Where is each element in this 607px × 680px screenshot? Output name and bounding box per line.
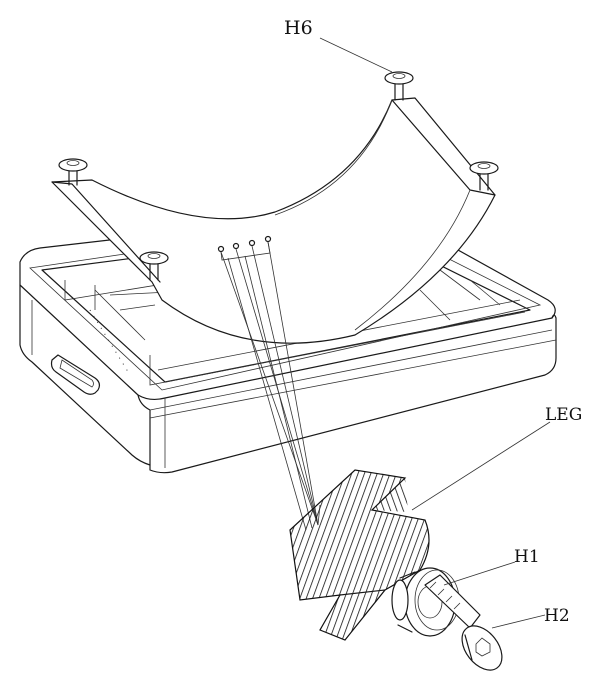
leader-lines xyxy=(319,37,551,629)
leader-h6 xyxy=(319,37,393,73)
handle-slot xyxy=(50,354,101,395)
leader-h1 xyxy=(443,561,516,586)
foot-pad-left xyxy=(58,158,88,186)
leader-leg xyxy=(411,421,551,511)
label-h6: H6 xyxy=(284,17,313,39)
foot-pad-right xyxy=(469,161,499,191)
leader-h2 xyxy=(491,614,546,629)
bolt-h2 xyxy=(424,574,503,671)
foot-pad-front xyxy=(139,251,169,281)
leg-section xyxy=(289,469,430,641)
curved-mesh-surface xyxy=(51,97,496,344)
label-h2: H2 xyxy=(544,606,570,626)
label-h1: H1 xyxy=(514,547,540,567)
projection-lines xyxy=(220,241,319,531)
sensor-points xyxy=(217,235,272,261)
label-leg: LEG xyxy=(545,405,582,425)
foot-pad-top-right xyxy=(384,71,414,101)
